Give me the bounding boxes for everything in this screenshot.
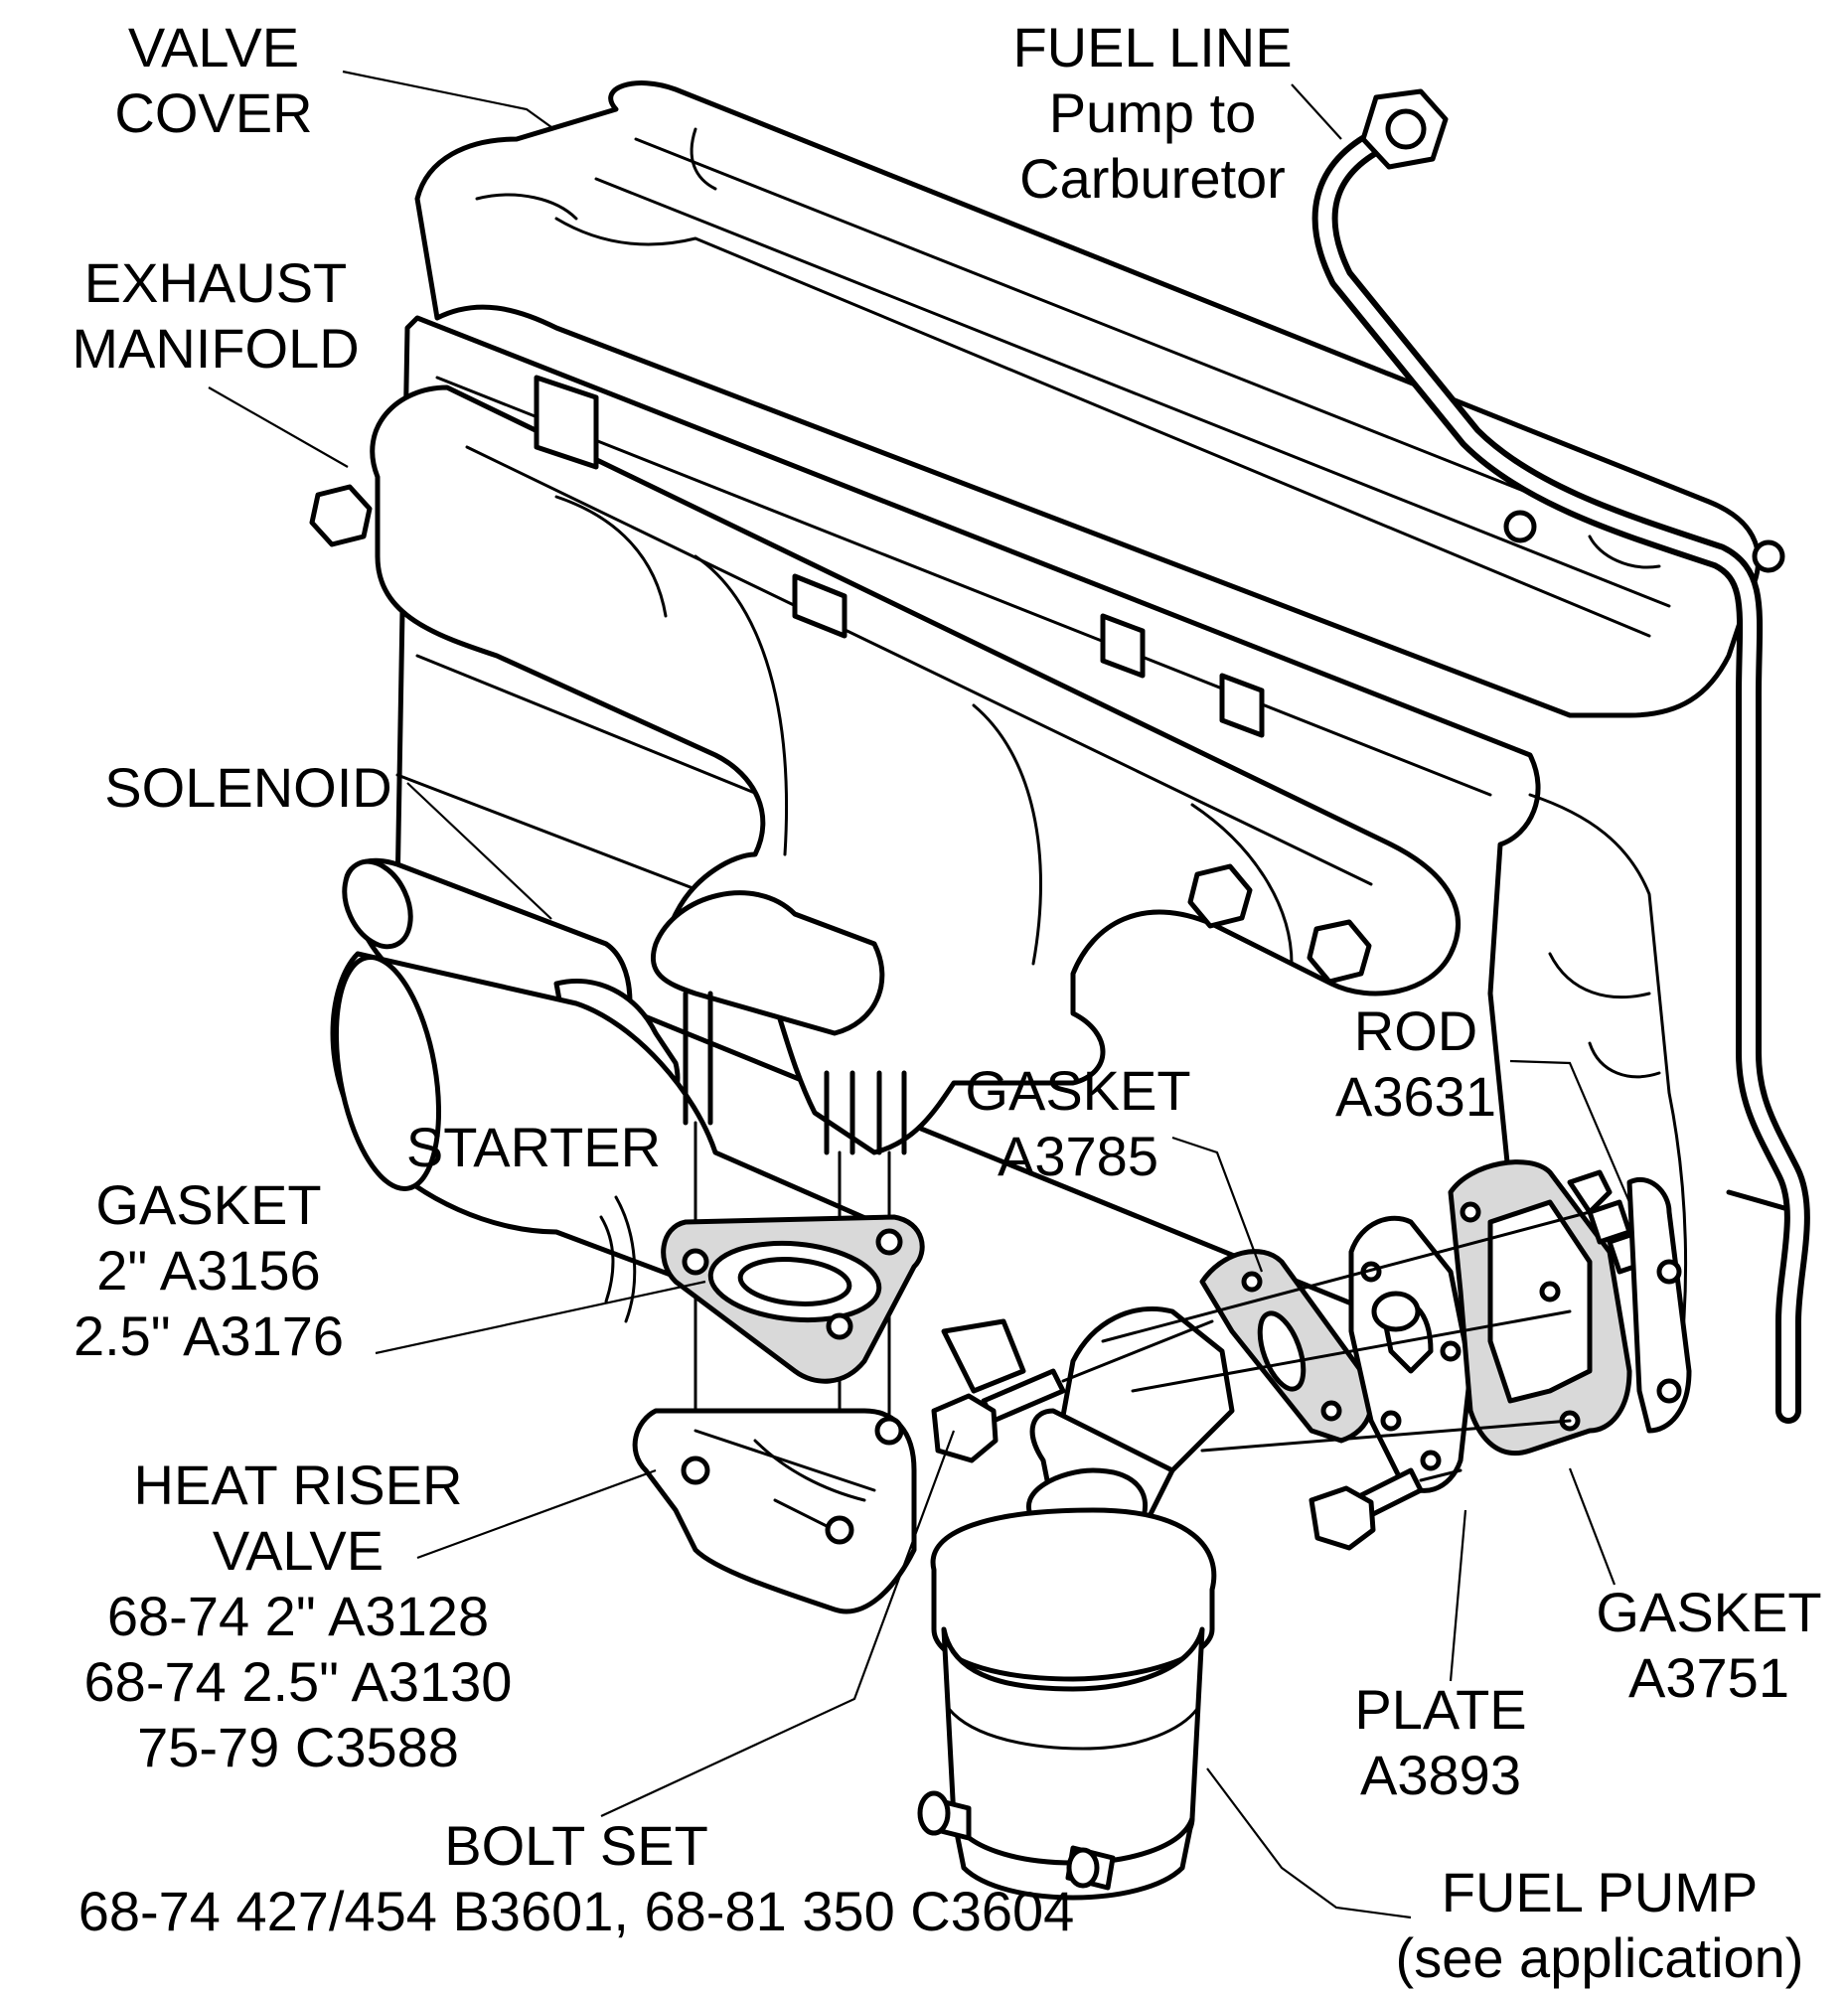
label-line: (see application) [1395,1926,1804,1989]
label-line: BOLT SET [444,1814,708,1877]
label-line: COVER [114,81,313,144]
label-exhaust-manifold: EXHAUST MANIFOLD [62,250,370,382]
label-line: 68-74 427/454 B3601, 68-81 350 C3604 [77,1880,1075,1942]
label-plate: PLATE A3893 [1336,1677,1545,1808]
heat-riser-valve-drawing [635,1411,914,1611]
label-line: VALVE [127,16,300,78]
label-line: 68-74 2" A3128 [106,1585,490,1647]
label-line: FUEL PUMP [1441,1861,1759,1923]
label-line: 75-79 C3588 [137,1716,459,1778]
fuel-line-drawing [1325,91,1797,1411]
label-bolt-set: BOLT SET 68-74 427/454 B3601, 68-81 350 … [50,1813,1103,1944]
assembly-guide-lines [1103,1212,1590,1451]
label-fuel-line: FUEL LINE Pump to Carburetor [1003,15,1302,212]
bolt-drawings [934,1321,1461,1548]
valve-cover-drawing [417,83,1759,715]
label-line: A3893 [1360,1744,1521,1806]
label-line: GASKET [95,1173,322,1236]
label-line: A3785 [998,1125,1158,1187]
label-line: MANIFOLD [72,317,360,380]
plate-a3893-drawing [1351,1218,1470,1490]
label-solenoid: SOLENOID [89,755,407,821]
label-gasket-a3785: GASKET A3785 [959,1058,1197,1189]
label-line: PLATE [1354,1678,1527,1741]
label-rod: ROD A3631 [1316,998,1515,1130]
label-gasket-riser: GASKET 2" A3156 2.5" A3176 [60,1172,358,1369]
gasket-a3751-drawing [1451,1162,1629,1454]
label-line: A3751 [1628,1646,1789,1709]
riser-gasket-drawing [664,1217,923,1381]
label-starter: STARTER [389,1115,678,1180]
label-valve-cover: VALVE COVER [94,15,333,146]
label-line: GASKET [1596,1581,1822,1643]
label-line: A3631 [1335,1065,1496,1128]
exhaust-manifold-drawing [312,378,1459,1152]
fuel-pump-drawing [920,1308,1232,1898]
label-heat-riser-valve: HEAT RISER VALVE 68-74 2" A3128 68-74 2.… [60,1453,537,1780]
label-line: 2.5" A3176 [73,1304,345,1367]
label-line: SOLENOID [104,756,392,819]
label-line: ROD [1353,999,1478,1062]
leader-lines [209,72,1629,1917]
label-line: HEAT RISER [133,1454,463,1516]
label-line: 68-74 2.5" A3130 [83,1650,513,1713]
label-line: VALVE [212,1519,385,1582]
label-line: EXHAUST [83,251,348,314]
label-fuel-pump: FUEL PUMP (see application) [1386,1860,1813,1991]
label-line: STARTER [405,1116,662,1178]
label-line: Pump to [1048,81,1257,144]
label-line: FUEL LINE [1012,16,1293,78]
label-gasket-a3751: GASKET A3751 [1590,1580,1828,1711]
label-line: Carburetor [1019,147,1286,210]
rod-a3631-drawing [1570,1172,1689,1431]
label-line: GASKET [965,1059,1191,1122]
label-line: 2" A3156 [96,1239,321,1302]
